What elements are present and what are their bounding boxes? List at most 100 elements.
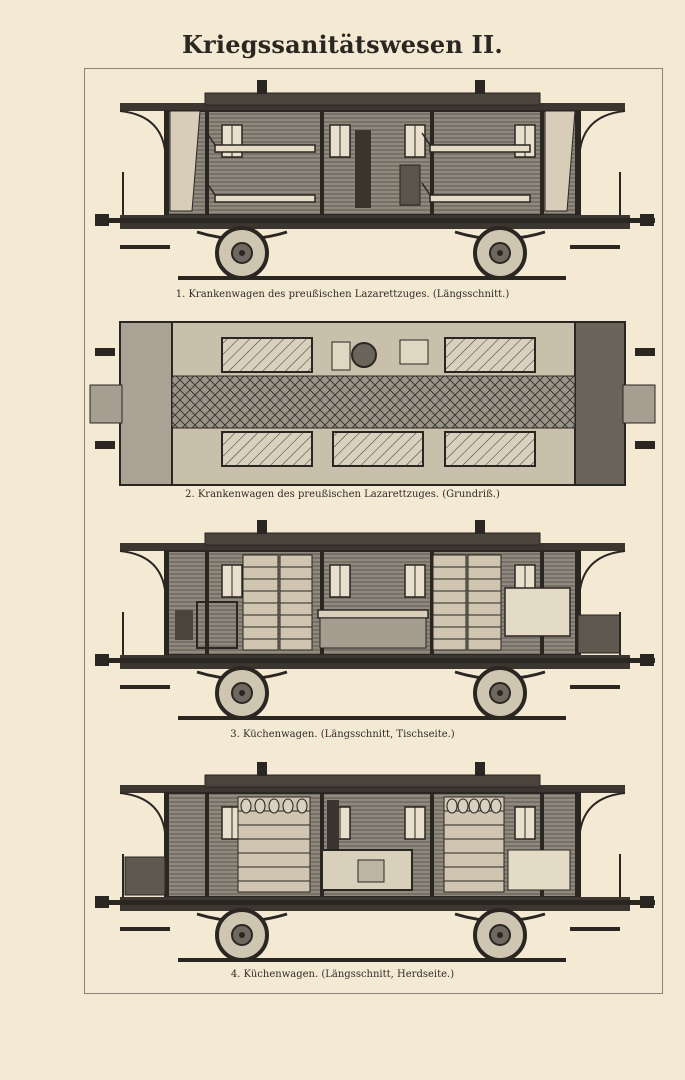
buffer [640,654,654,666]
step [570,245,620,249]
buffer [635,441,655,449]
cupboard [504,587,571,637]
step [570,685,620,689]
roof-bracket [119,110,166,151]
roof-bracket [579,550,626,591]
vent [475,80,485,94]
stove [355,130,371,208]
rack [196,601,238,649]
stretcher-bed [221,431,313,467]
jug [282,798,294,814]
jug [479,798,491,814]
post [430,793,434,897]
stretcher-head [206,132,216,146]
figure-1-caption: 1. Krankenwagen des preußischen Lazarett… [175,289,510,300]
buffer [640,896,654,908]
figure-4-caption: 4. Küchenwagen. (Längsschnitt, Herdseite… [230,969,455,980]
roof-lantern [204,774,541,788]
roof-bracket [579,792,626,833]
roof-lantern [204,92,541,106]
cabinet-plan [331,341,351,371]
table-plan [399,339,429,365]
post [575,551,579,655]
axle [497,250,503,256]
post [575,111,579,215]
end-platform [119,321,173,486]
stretcher-head [421,132,431,146]
post [540,793,544,897]
stove-plan [351,342,377,368]
buffer [95,896,109,908]
cabinet [507,849,571,891]
gangway [622,384,656,424]
curtain [544,110,576,212]
jug [268,798,280,814]
post [430,551,434,655]
table [317,609,429,619]
stretcher [429,194,531,203]
post [165,793,169,897]
figure-4-kitchen-car-stove-side [95,762,655,962]
axle [239,932,245,938]
step [120,927,170,931]
stove-pipe [327,800,339,850]
curtain [169,110,201,212]
vent [257,762,267,776]
axle [497,932,503,938]
vent [475,762,485,776]
jug [254,798,266,814]
buffer-beam [95,658,655,663]
gangway [89,384,123,424]
stretcher-bed [332,431,424,467]
buffer [95,654,109,666]
buffer [635,348,655,356]
jug [296,798,308,814]
post [205,793,209,897]
buffer [95,348,115,356]
end-box [577,614,621,654]
axle [497,690,503,696]
stretcher [214,194,316,203]
axle [239,250,245,256]
stretcher-bed [221,337,313,373]
step [120,685,170,689]
end-box [124,856,166,896]
post [575,793,579,897]
jug [468,798,480,814]
figure-3-caption: 3. Küchenwagen. (Längsschnitt, Tischseit… [230,729,455,740]
vent [257,520,267,534]
step [570,927,620,931]
jug [446,798,458,814]
aisle-floor [171,375,576,429]
post [540,111,544,215]
post [205,111,209,215]
stretcher-head [206,182,216,196]
post [430,111,434,215]
step [120,245,170,249]
rail [178,276,566,280]
vent [257,80,267,94]
stool [175,610,193,640]
buffer [95,441,115,449]
figure-3-kitchen-car-table-side [95,520,655,720]
roof-bracket [119,550,166,591]
roof-bracket [119,792,166,833]
post [165,111,169,215]
stretcher [214,144,316,153]
post [320,793,324,897]
rail [178,716,566,720]
stretcher-head [421,182,431,196]
buffer [95,214,109,226]
figure-2-ambulance-car-plan [89,321,656,486]
roof [120,103,625,111]
jug [457,798,469,814]
table-cabinet [319,617,427,649]
stretcher-bed [444,337,536,373]
post [320,111,324,215]
axle [239,690,245,696]
roof [120,785,625,793]
stretcher-bed [444,431,536,467]
roof-lantern [204,532,541,546]
buffer-beam [95,900,655,905]
